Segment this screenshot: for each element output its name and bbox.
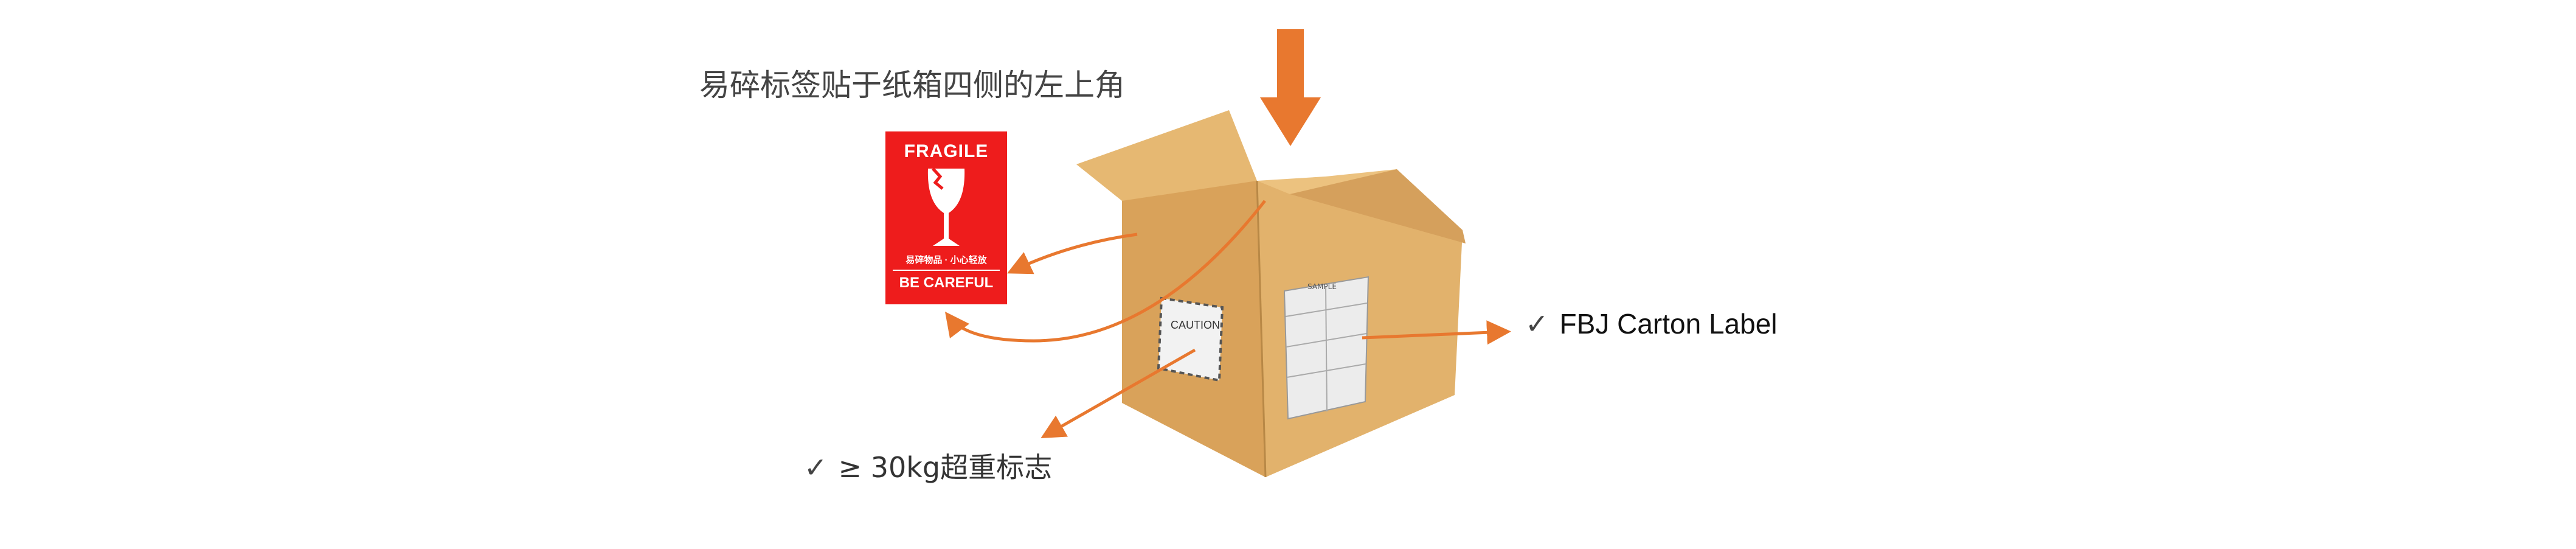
fbj-carton-label-callout: ✓ FBJ Carton Label: [1525, 307, 1778, 340]
check-icon: ✓: [804, 451, 828, 484]
fbj-callout-text: FBJ Carton Label: [1559, 308, 1778, 340]
caution-label: CAUTION: [1157, 296, 1224, 382]
overweight-callout-text: ≥ 30kg超重标志: [838, 451, 1053, 484]
page-heading: 易碎标签贴于纸箱四侧的左上角: [699, 68, 1125, 103]
cardboard-box: [1076, 110, 1466, 478]
fragile-title: FRAGILE: [904, 141, 989, 161]
pointer-arrow-overweight: [1040, 348, 1196, 438]
down-arrow-icon: [1260, 29, 1321, 146]
overweight-callout: ✓ ≥ 30kg超重标志: [804, 446, 1052, 486]
carton-label-header: SAMPLE: [1307, 282, 1337, 291]
carton-label: SAMPLE: [1283, 276, 1369, 420]
fragile-chinese-text: 易碎物品 · 小心轻放: [905, 255, 987, 265]
fragile-subtitle: BE CAREFUL: [899, 274, 994, 291]
fragile-label: FRAGILE 易碎物品 · 小心轻放 BE CAREFUL: [885, 131, 1007, 304]
caution-label-text: CAUTION: [1171, 319, 1220, 331]
check-icon: ✓: [1525, 308, 1549, 340]
pointer-arrow-side: [944, 200, 1266, 343]
broken-glass-icon: [927, 167, 965, 246]
divider: [893, 270, 1000, 271]
pointer-arrow-fragile: [1006, 233, 1138, 274]
pointer-arrow-carton: [1362, 320, 1511, 345]
